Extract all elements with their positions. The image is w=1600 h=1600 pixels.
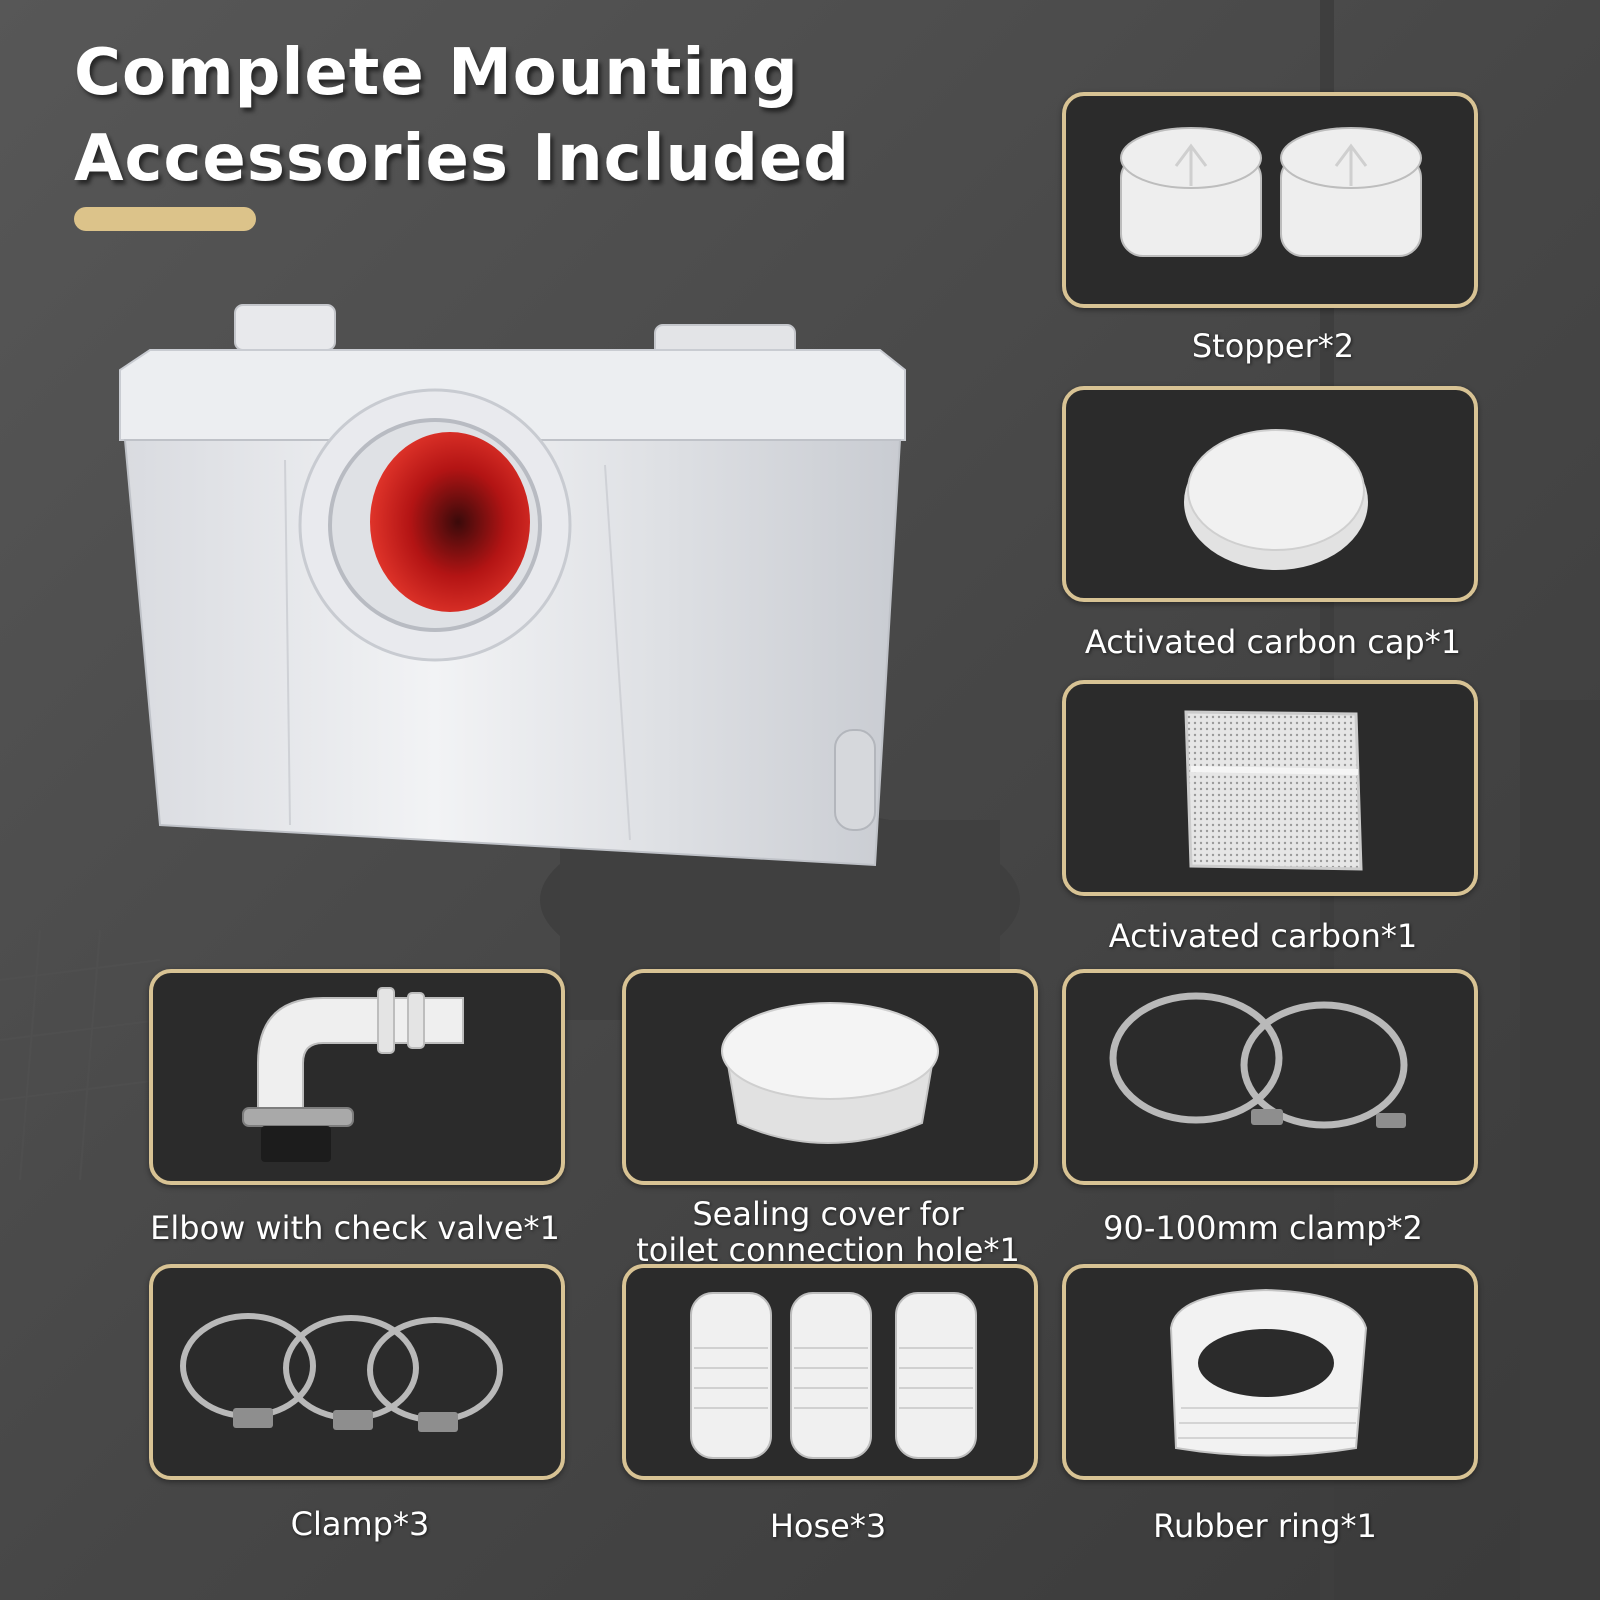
caption-elbow: Elbow with check valve*1 — [150, 1209, 560, 1247]
tile-sealing-cover — [622, 969, 1038, 1185]
carbon-cap-icon — [1184, 429, 1368, 570]
tile-rubber-ring — [1062, 1264, 1478, 1480]
caption-activated-carbon: Activated carbon*1 — [1108, 917, 1418, 955]
caption-clamp: Clamp*3 — [290, 1505, 430, 1543]
tile-activated-carbon — [1062, 680, 1478, 896]
tile-stopper — [1062, 92, 1478, 308]
stopper-icon — [1120, 127, 1422, 257]
clamp-icon — [180, 1313, 503, 1432]
headline: Complete Mounting Accessories Included — [74, 30, 850, 202]
caption-hose: Hose*3 — [769, 1507, 887, 1545]
caption-sealing-cover-line-2: toilet connection hole*1 — [636, 1231, 1020, 1269]
tile-elbow — [149, 969, 565, 1185]
caption-sealing-cover: Sealing cover for toilet connection hole… — [593, 1196, 1063, 1268]
accent-bar — [74, 207, 256, 231]
tile-clamp — [149, 1264, 565, 1480]
carbon-bag-icon — [1184, 710, 1363, 871]
headline-line-2: Accessories Included — [74, 122, 851, 196]
headline-line-1: Complete Mounting — [74, 36, 799, 110]
rubber-ring-icon — [1169, 1288, 1368, 1457]
elbow-icon — [242, 987, 464, 1162]
hose-icon — [690, 1292, 977, 1459]
caption-activated-carbon-cap: Activated carbon cap*1 — [1084, 623, 1462, 661]
caption-sealing-cover-line-1: Sealing cover for — [692, 1195, 964, 1233]
caption-rubber-ring: Rubber ring*1 — [1153, 1507, 1377, 1545]
caption-stopper: Stopper*2 — [1191, 327, 1355, 365]
caption-90-100mm-clamp: 90-100mm clamp*2 — [1103, 1209, 1423, 1247]
tile-90-100mm-clamp — [1062, 969, 1478, 1185]
sealing-cover-icon — [721, 1002, 939, 1144]
tile-activated-carbon-cap — [1062, 386, 1478, 602]
clamp-icon — [1109, 992, 1408, 1129]
tile-hose — [622, 1264, 1038, 1480]
macerator-pump-image — [119, 304, 906, 867]
